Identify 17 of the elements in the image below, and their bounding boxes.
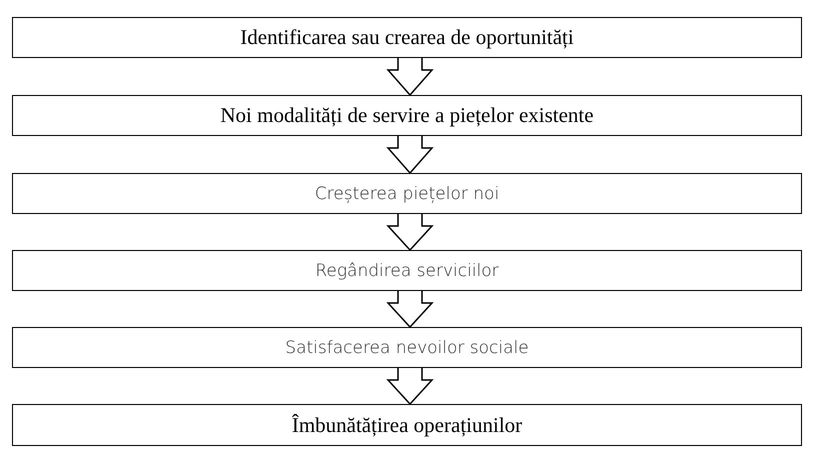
process-box [12,95,802,136]
box-label: Noi modalități de servire a piețelor existente [220,103,594,128]
process-box [12,173,802,214]
process-box [12,404,802,446]
process-box [12,17,802,58]
hollow-arrow [386,135,434,174]
box-label: Regândirea serviciilor [315,260,499,280]
box-label: Îmbunătățirea operațiunilor [292,412,522,438]
hollow-arrow [386,367,434,406]
hollow-arrow [386,57,434,96]
process-box [12,250,802,291]
box-label: Satisfacerea nevoilor sociale [285,338,529,358]
process-box [12,327,802,368]
hollow-arrow [386,213,434,252]
box-label: Creșterea piețelor noi [314,184,500,204]
hollow-arrow [386,290,434,328]
box-label: Identificarea sau crearea de oportunități [240,25,574,50]
